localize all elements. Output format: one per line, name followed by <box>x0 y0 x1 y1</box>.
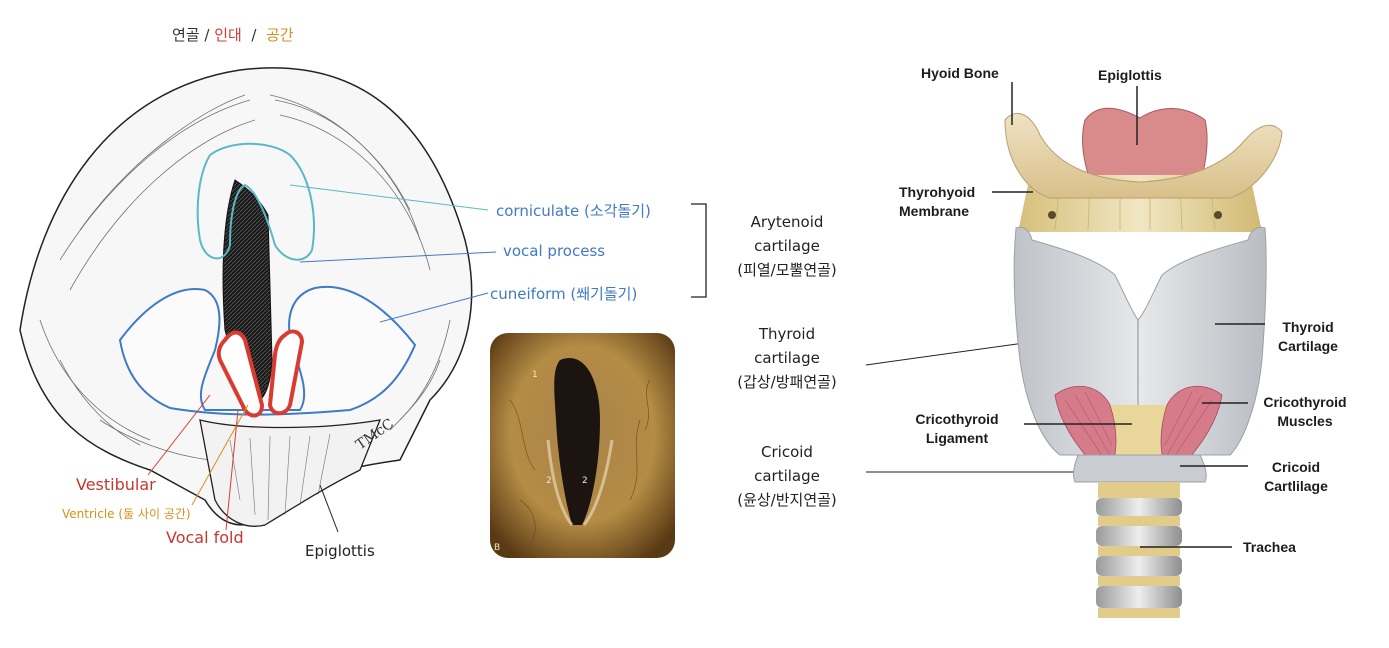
label-hyoid-bone: Hyoid Bone <box>921 65 999 81</box>
label-arytenoid-line3: (피열/모뿔연골) <box>737 261 837 279</box>
legend-ligament: 인대 <box>214 26 242 44</box>
label-thyroid-line2: cartilage <box>754 349 820 367</box>
label-vestibular: Vestibular <box>76 475 156 494</box>
legend-separator: / <box>199 26 215 44</box>
larynx-anterior-illustration <box>1004 107 1283 618</box>
label-corniculate: corniculate (소각돌기) <box>496 202 651 220</box>
label-arytenoid-cartilage: Arytenoid cartilage (피열/모뿔연골) <box>722 210 852 282</box>
label-cricoid-line1: Cricoid <box>761 443 813 461</box>
arytenoid-bracket <box>691 203 707 298</box>
label-vocal-process: vocal process <box>503 242 606 260</box>
thyroid-pointer-line <box>865 339 1047 366</box>
label-ventricle: Ventricle (둘 사이 공간) <box>62 507 191 521</box>
label-thyroid-line3: (갑상/방패연골) <box>737 373 837 391</box>
label-thyroid-cart-line2: Cartilage <box>1278 338 1338 354</box>
label-thyroid-line1: Thyroid <box>758 325 816 343</box>
label-thyrohyoid-membrane: Thyrohyoid Membrane <box>899 183 975 221</box>
photo-marker-2b: 2 <box>582 476 588 486</box>
label-thyroid-cartilage-right: Thyroid Cartilage <box>1268 318 1348 356</box>
label-cricothyroid-mus-line2: Muscles <box>1277 413 1333 429</box>
photo-marker-2a: 2 <box>546 476 552 486</box>
label-cricoid-line3: (윤상/반지연골) <box>737 491 837 509</box>
label-cricothyroid-muscles: Cricothyroid Muscles <box>1253 393 1357 431</box>
label-cricoid-cart-line1: Cricoid <box>1271 459 1321 475</box>
label-cricothyroid-lig-line2: Ligament <box>925 430 989 446</box>
legend-space: 공간 <box>265 26 294 44</box>
legend-cartilage: 연골 <box>172 26 200 44</box>
label-epiglottis-right: Epiglottis <box>1098 67 1162 83</box>
label-thyrohyoid-line2: Membrane <box>899 203 970 219</box>
right-pointer-lines <box>992 82 1265 548</box>
larynx-superior-illustration: TMcC <box>19 67 473 527</box>
label-thyroid-cartilage: Thyroid cartilage (갑상/방패연골) <box>722 322 852 394</box>
photo-marker-1: 1 <box>532 370 538 380</box>
label-cricoid-line2: cartilage <box>754 467 820 485</box>
label-cricothyroid-lig-line1: Cricothyroid <box>915 411 999 427</box>
label-cricothyroid-mus-line1: Cricothyroid <box>1263 394 1347 410</box>
label-trachea: Trachea <box>1243 539 1296 555</box>
left-pointer-lines <box>147 184 497 533</box>
label-thyrohyoid-line1: Thyrohyoid <box>899 184 976 200</box>
label-cricothyroid-ligament: Cricothyroid Ligament <box>905 410 1009 448</box>
label-cuneiform: cuneiform (쐐기돌기) <box>490 285 638 303</box>
label-cricoid-cart-line2: Cartlilage <box>1264 478 1328 494</box>
legend-separator: / <box>241 26 266 44</box>
label-epiglottis-left: Epiglottis <box>305 542 375 560</box>
label-cricoid-cartilage: Cricoid cartilage (윤상/반지연골) <box>722 440 852 512</box>
photo-panel-letter: B <box>494 543 501 553</box>
color-legend: 연골 / 인대 / 공간 <box>172 24 294 45</box>
endoscopic-photo <box>490 333 675 558</box>
label-cricoid-cartilage-right: Cricoid Cartlilage <box>1254 458 1338 496</box>
label-vocal-fold: Vocal fold <box>166 528 244 547</box>
label-arytenoid-line1: Arytenoid <box>750 213 824 231</box>
label-arytenoid-line2: cartilage <box>754 237 820 255</box>
label-thyroid-cart-line1: Thyroid <box>1282 319 1334 335</box>
